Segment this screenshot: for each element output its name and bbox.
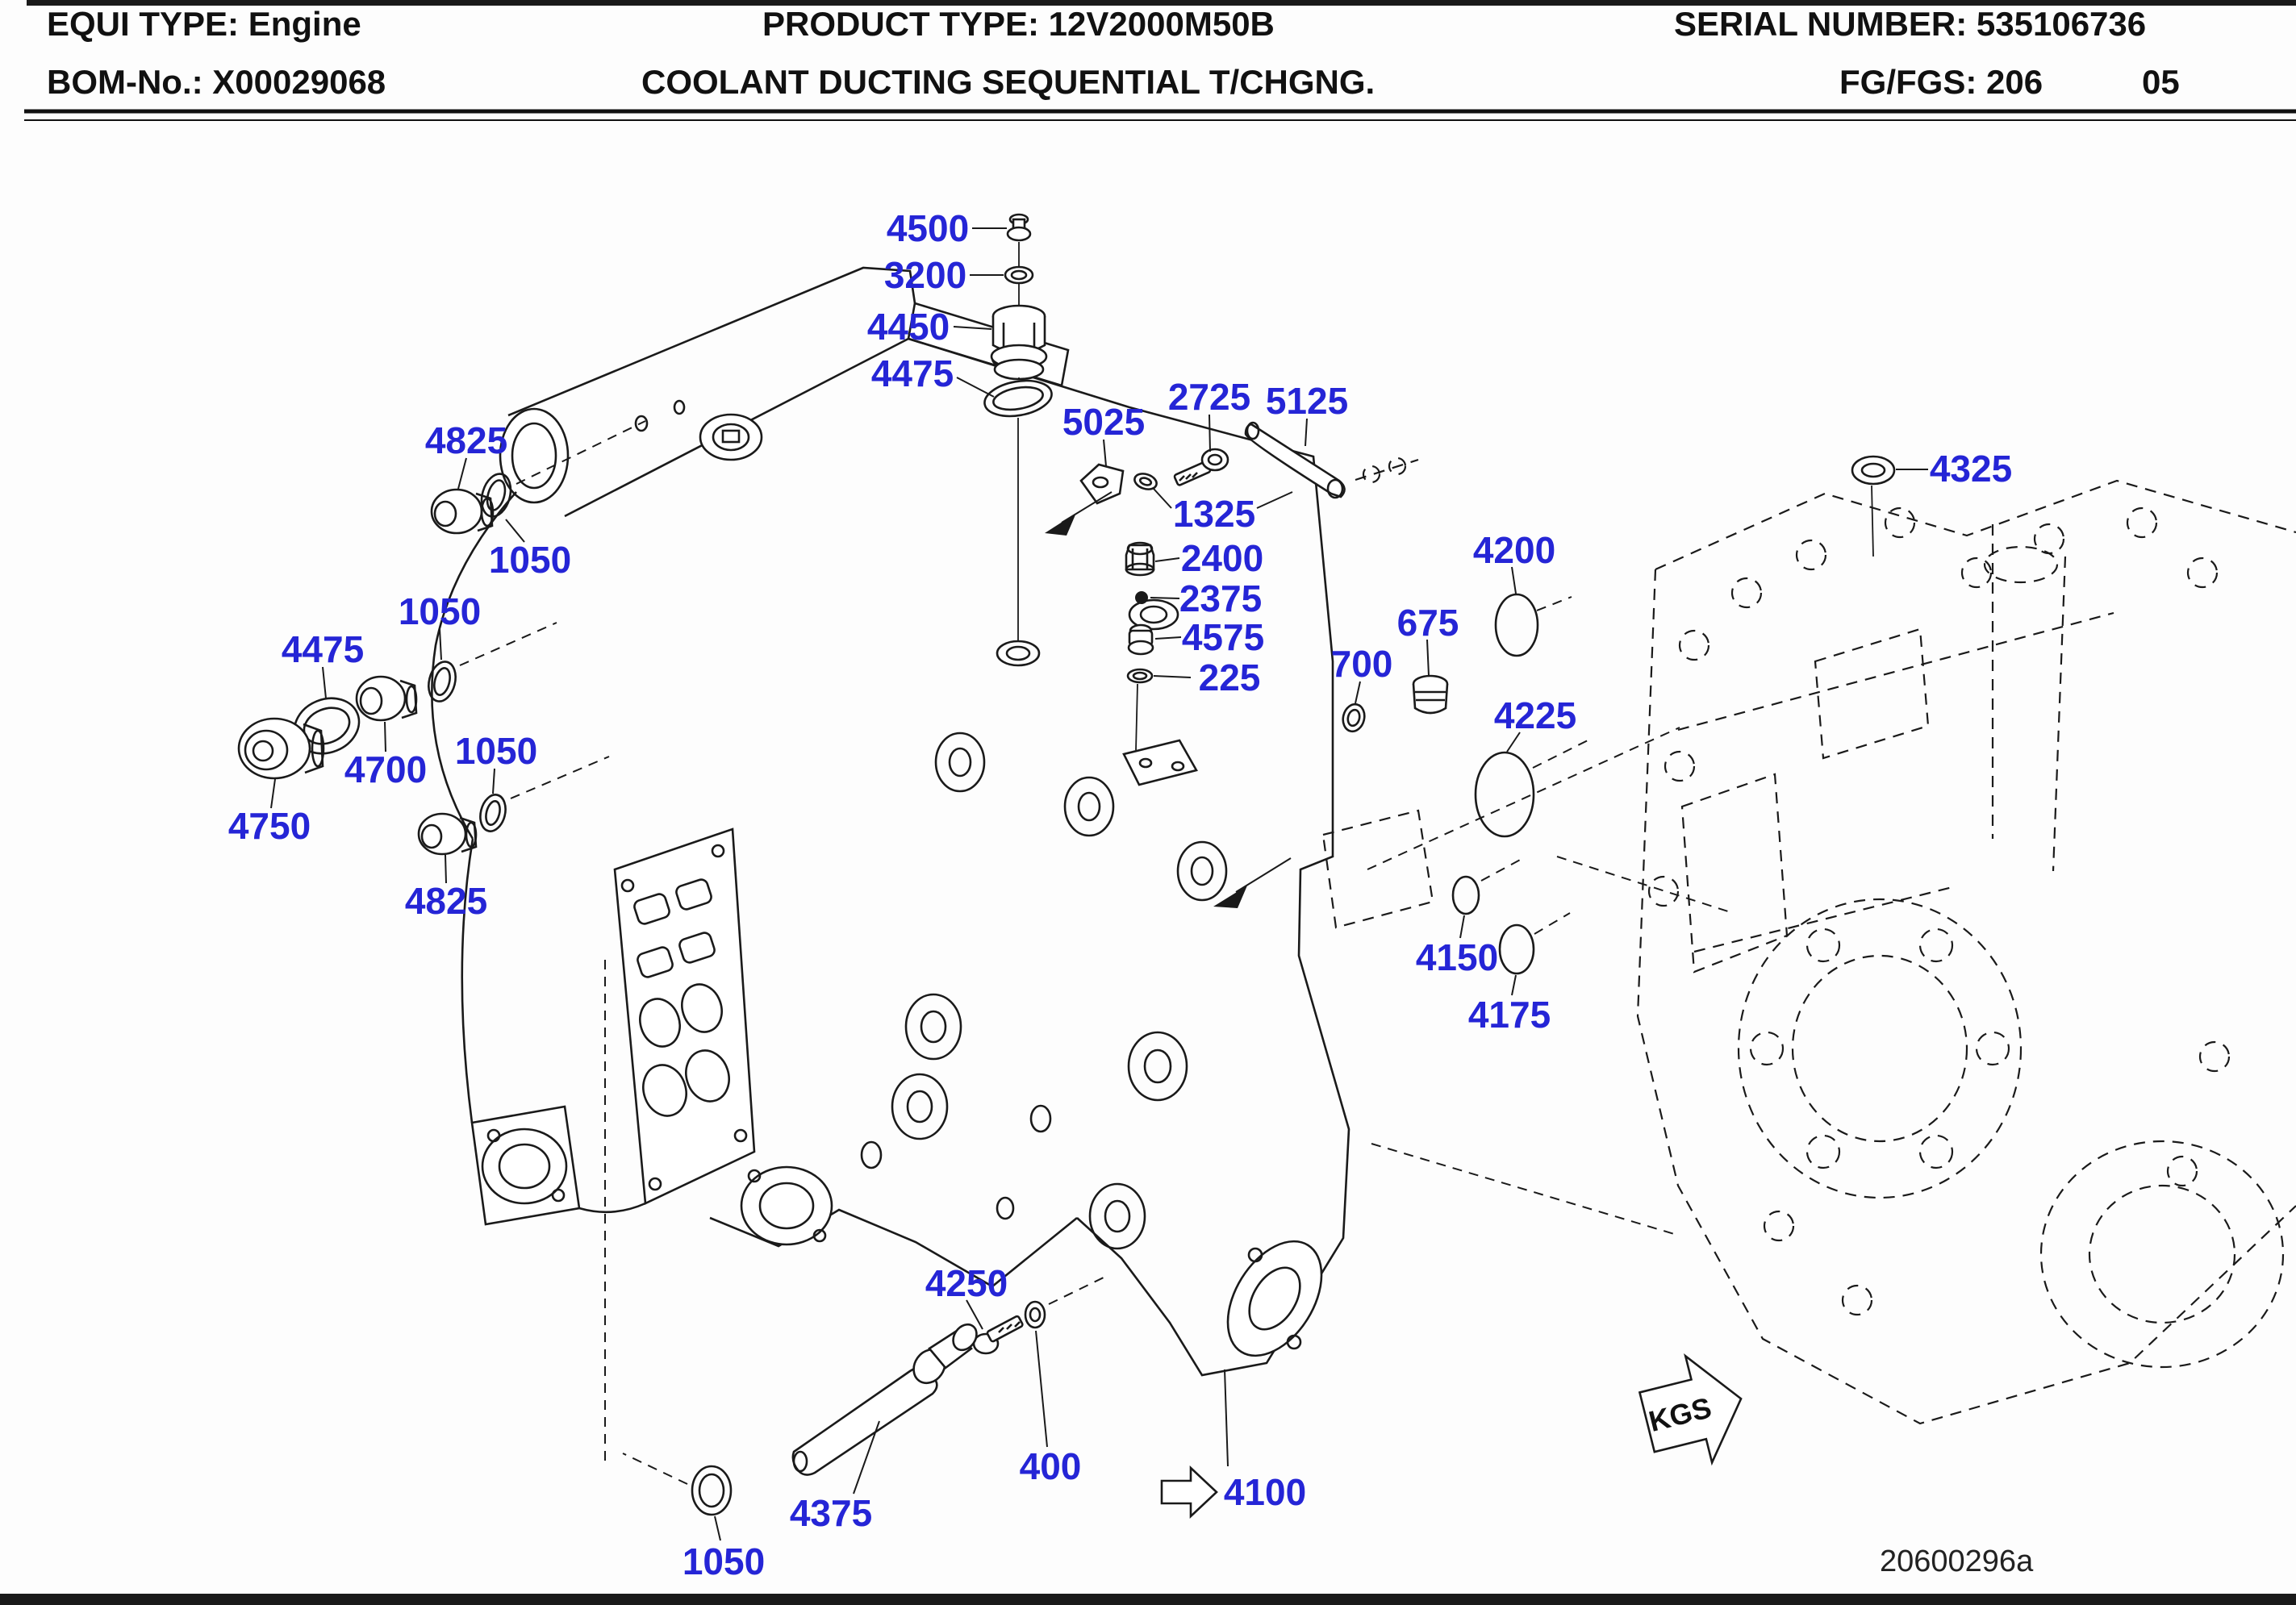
part-1325-washer: [1133, 473, 1158, 490]
direction-arrow-icon-2: [1213, 857, 1292, 908]
part-2375-ball: [1135, 591, 1148, 604]
part-callout-400: 400: [1020, 1445, 1082, 1487]
part-callout-2400: 2400: [1181, 537, 1263, 579]
direction-arrow-icon: [1045, 491, 1113, 536]
part-callout-4200: 4200: [1473, 529, 1555, 571]
product-type: PRODUCT TYPE: 12V2000M50B: [762, 5, 1275, 43]
part-callout-4575: 4575: [1182, 616, 1264, 658]
part-4375-tube: [791, 1323, 978, 1476]
part-callout-4475: 4475: [871, 352, 954, 394]
loose-parts: [237, 213, 1896, 1516]
part-5025-clamp: [1079, 439, 1125, 505]
drawing-number: 20600296a: [1880, 1545, 2034, 1578]
page-title: COOLANT DUCTING SEQUENTIAL T/CHGNG.: [641, 63, 1375, 101]
part-2400-nut: [1125, 541, 1155, 577]
part-callout-4825: 4825: [425, 419, 507, 461]
part-2725-bolt: [1173, 448, 1229, 486]
part-callout-3200: 3200: [884, 254, 966, 296]
dashed-leaders: [459, 420, 1588, 1485]
serial-number: SERIAL NUMBER: 535106736: [1674, 5, 2146, 43]
part-callout-4325: 4325: [1930, 448, 2012, 490]
part-4500-vent-screw: [1006, 213, 1032, 266]
part-callout-4100: 4100: [1224, 1471, 1306, 1513]
kgs-stamp-icon: KGS: [1638, 1353, 1743, 1466]
top-border: [27, 0, 2296, 6]
face-bosses: [860, 732, 1228, 1250]
part-callout-4250: 4250: [925, 1262, 1008, 1304]
part-callout-1050: 1050: [683, 1540, 765, 1582]
part-1050-oring-top: [480, 473, 512, 518]
part-4150-oring: [1451, 875, 1480, 915]
part-callout-4825: 4825: [405, 880, 487, 922]
header: EQUI TYPE: Engine PRODUCT TYPE: 12V2000M…: [24, 5, 2296, 121]
part-callout-5125: 5125: [1266, 380, 1348, 422]
part-4225-oring: [1474, 751, 1535, 838]
part-callout-5025: 5025: [1062, 401, 1145, 443]
part-1050-oring-low: [479, 794, 507, 832]
item-4100-arrow-icon: [1160, 1465, 1218, 1520]
part-225-seal-ring: [1126, 668, 1154, 684]
part-4200-oring: [1494, 593, 1539, 657]
part-4575-nozzle: [1127, 623, 1154, 656]
part-callout-4175: 4175: [1468, 994, 1551, 1036]
bottom-border: [0, 1594, 2296, 1605]
part-4475-oring-top: [983, 379, 1053, 641]
part-4825-plug-bottom: [417, 812, 478, 856]
part-4250-bolt: [972, 1315, 1024, 1355]
part-700-seal-ring: [1342, 702, 1366, 733]
part-1050-oring-mid: [428, 661, 457, 702]
part-callout-1325: 1325: [1173, 493, 1255, 535]
part-4750-plug: [237, 717, 325, 780]
part-callout-4450: 4450: [867, 306, 950, 348]
part-675-plug: [1412, 674, 1449, 715]
part-4325-oring: [1851, 455, 1896, 557]
part-callout-1050: 1050: [455, 730, 537, 772]
fg-sheet: 05: [2142, 63, 2180, 101]
part-callout-4500: 4500: [887, 207, 969, 249]
bom-no: BOM-No.: X00029068: [47, 63, 386, 101]
part-5125-pin: [1244, 421, 1346, 499]
part-callout-700: 700: [1331, 643, 1393, 685]
leader-lines: [270, 227, 1928, 1541]
part-callout-4150: 4150: [1416, 936, 1498, 978]
part-callout-4750: 4750: [228, 805, 311, 847]
assembly-axis-lines: [604, 727, 1729, 1461]
part-callout-4475: 4475: [282, 628, 364, 670]
part-callout-4700: 4700: [344, 748, 427, 790]
part-callout-1050: 1050: [489, 539, 571, 581]
coolant-duct-housing: [431, 266, 1434, 1377]
part-callout-4225: 4225: [1494, 694, 1576, 736]
part-callout-2725: 2725: [1168, 376, 1250, 418]
part-1050-oring-bottom: [691, 1465, 733, 1516]
engine-block-hidden-outline: [1355, 456, 2296, 1425]
fg-fgs: FG/FGS: 206: [1839, 63, 2043, 101]
part-4700-plug: [355, 675, 418, 722]
equi-type: EQUI TYPE: Engine: [47, 5, 361, 43]
part-callout-675: 675: [1397, 602, 1459, 644]
part-3200-seal-ring: [1004, 265, 1034, 310]
part-callout-4375: 4375: [790, 1492, 872, 1534]
part-callout-225: 225: [1199, 657, 1261, 698]
part-callout-2375: 2375: [1179, 577, 1262, 619]
part-4450-screw-plug: [990, 304, 1048, 381]
part-400-washer: [1024, 1300, 1046, 1329]
part-callout-1050: 1050: [399, 590, 481, 632]
part-4175-oring: [1498, 923, 1535, 975]
